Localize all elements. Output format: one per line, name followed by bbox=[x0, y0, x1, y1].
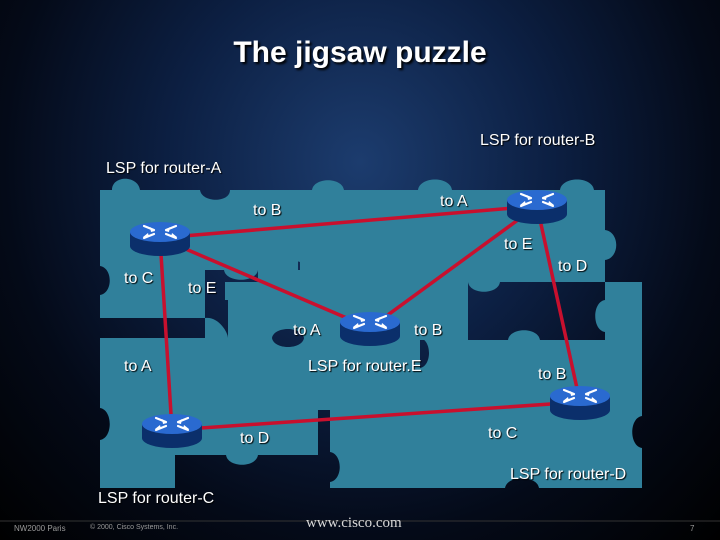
port-label-b-to-e: to E bbox=[504, 236, 533, 253]
port-label-b-to-d: to D bbox=[558, 258, 588, 275]
port-label-e-to-b: to B bbox=[414, 322, 443, 339]
lsp-label-router-b: LSP for router-B bbox=[480, 132, 596, 149]
link-c-d bbox=[170, 400, 582, 432]
puzzle-piece-router-a bbox=[100, 178, 308, 318]
port-label-e-to-a: to A bbox=[293, 322, 321, 339]
lsp-label-router-e: LSP for router.E bbox=[308, 358, 422, 375]
port-label-a-to-b: to B bbox=[253, 202, 282, 219]
router-e-icon[interactable] bbox=[338, 310, 402, 348]
port-label-a-to-e: to E bbox=[188, 280, 217, 297]
link-a-e bbox=[158, 236, 372, 330]
lsp-label-router-c: LSP for router-C bbox=[98, 490, 215, 507]
router-a-icon[interactable] bbox=[128, 220, 192, 258]
puzzle-piece-router-d bbox=[330, 282, 642, 488]
port-label-d-to-c: to C bbox=[488, 425, 518, 442]
slide-title: The jigsaw puzzle bbox=[233, 36, 487, 69]
footer-url[interactable]: www.cisco.com bbox=[306, 515, 402, 531]
port-label-c-to-d: to D bbox=[240, 430, 270, 447]
links bbox=[158, 204, 582, 432]
footer-event: NW2000 Paris bbox=[14, 524, 66, 533]
router-d-icon[interactable] bbox=[548, 384, 612, 422]
link-a-b bbox=[158, 204, 539, 240]
link-b-e bbox=[368, 204, 539, 330]
router-c-icon[interactable] bbox=[140, 412, 204, 450]
footer-copyright: © 2000, Cisco Systems, Inc. bbox=[90, 524, 179, 531]
lsp-label-router-d: LSP for router-D bbox=[510, 466, 627, 483]
port-label-d-to-b: to B bbox=[538, 366, 567, 383]
port-label-b-to-a: to A bbox=[440, 193, 468, 210]
router-b-icon[interactable] bbox=[505, 188, 569, 226]
port-label-c-to-a: to A bbox=[124, 358, 152, 375]
lsp-label-router-a: LSP for router-A bbox=[106, 160, 222, 177]
link-a-c bbox=[158, 236, 174, 432]
footer-page-number: 7 bbox=[690, 524, 695, 533]
puzzle-piece-router-c bbox=[100, 317, 318, 488]
link-b-d bbox=[535, 204, 582, 404]
port-label-a-to-c: to C bbox=[124, 270, 154, 287]
